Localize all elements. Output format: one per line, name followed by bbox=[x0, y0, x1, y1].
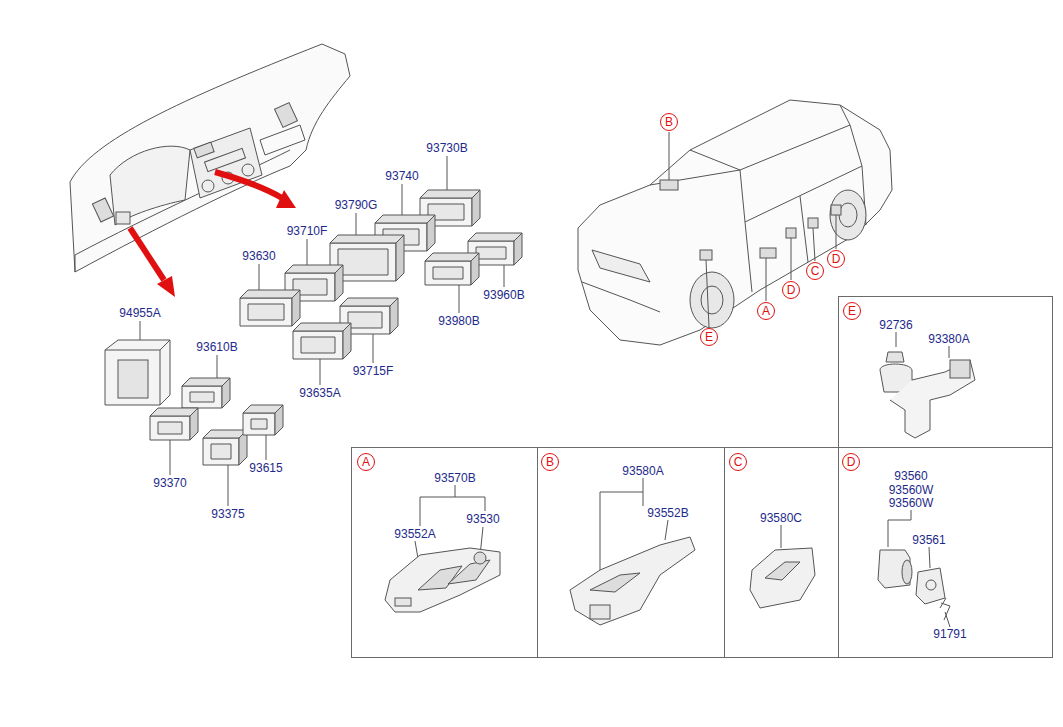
part-number: 93370 bbox=[152, 477, 187, 489]
part-number: 93610B bbox=[195, 341, 238, 353]
detail-panel: 93560 93560W93560W 93561 91791 D bbox=[838, 447, 1053, 658]
callout-circle: C bbox=[806, 262, 824, 280]
switch-shape bbox=[476, 247, 506, 259]
switch-shape bbox=[340, 298, 398, 306]
switch-shape bbox=[472, 190, 480, 226]
part-number: 93715F bbox=[352, 365, 395, 377]
callout-letter: E bbox=[848, 305, 856, 317]
switch-shape bbox=[338, 249, 388, 275]
part-number: 93980B bbox=[437, 315, 480, 327]
switch-shape bbox=[390, 298, 398, 334]
switch-shape bbox=[150, 416, 190, 440]
part-number: 93560W bbox=[888, 484, 935, 496]
part-number: 93552A bbox=[393, 528, 436, 540]
callout-circle: A bbox=[357, 453, 375, 471]
switch-shape bbox=[285, 265, 343, 273]
switch-shape bbox=[330, 235, 404, 243]
part-number: 92736 bbox=[878, 319, 913, 331]
switch-shape bbox=[293, 331, 343, 359]
part-number: 93710F bbox=[286, 225, 329, 237]
part-number: 93561 bbox=[911, 534, 946, 546]
switch-shape bbox=[222, 378, 230, 408]
switch-shape bbox=[203, 438, 239, 465]
switch-shape bbox=[425, 253, 479, 261]
switch-shape bbox=[427, 215, 435, 251]
part-number: 93960B bbox=[482, 289, 525, 301]
switch-shape bbox=[190, 392, 214, 402]
callout-circle: D bbox=[782, 281, 800, 299]
switch-shape bbox=[240, 298, 292, 326]
callout-letter: D bbox=[787, 284, 796, 296]
switch-shape bbox=[425, 261, 471, 285]
part-number: 93730B bbox=[425, 142, 468, 154]
switch-shape bbox=[375, 215, 435, 223]
part-number: 93380A bbox=[927, 333, 970, 345]
switch-shape bbox=[420, 190, 480, 198]
part-number: 93570B bbox=[433, 472, 476, 484]
switch-shape bbox=[275, 405, 283, 435]
callout-letter: B bbox=[665, 116, 673, 128]
detail-panel: 92736 93380A E bbox=[838, 296, 1053, 448]
callout-circle: D bbox=[827, 250, 845, 268]
callout-letter: C bbox=[811, 265, 820, 277]
switch-shape bbox=[292, 290, 300, 326]
part-number: 93740 bbox=[384, 170, 419, 182]
callout-circle: D bbox=[842, 453, 860, 471]
detail-panel: 93570B 93552A 93530 A bbox=[351, 447, 538, 658]
switch-shape bbox=[240, 290, 300, 298]
part-number: 93552B bbox=[646, 507, 689, 519]
switch-shape bbox=[251, 419, 267, 429]
switch-shape bbox=[158, 422, 182, 434]
callout-letter: D bbox=[847, 456, 856, 468]
callout-letter: A bbox=[362, 456, 370, 468]
part-number: 94955A bbox=[118, 307, 161, 319]
part-number: 93530 bbox=[465, 513, 500, 525]
part-number: 93580A bbox=[621, 465, 664, 477]
callout-circle: A bbox=[757, 302, 775, 320]
switch-shape bbox=[335, 265, 343, 301]
callout-letter: D bbox=[832, 253, 841, 265]
callout-circle: C bbox=[729, 453, 747, 471]
callout-letter: E bbox=[705, 331, 713, 343]
callout-letter: A bbox=[762, 305, 770, 317]
callout-circle: E bbox=[843, 302, 861, 320]
part-number: 93635A bbox=[298, 387, 341, 399]
switch-shape bbox=[243, 413, 275, 435]
callout-circle: B bbox=[541, 453, 559, 471]
switch-shape bbox=[396, 235, 404, 281]
callout-letter: C bbox=[734, 456, 743, 468]
part-number: 93790G bbox=[334, 199, 379, 211]
part-number: 93630 bbox=[241, 250, 276, 262]
detail-panel: 93580A 93552B B bbox=[537, 447, 725, 658]
part-number: 93560W bbox=[888, 497, 935, 509]
callout-letter: B bbox=[546, 456, 554, 468]
part-number: 93615 bbox=[248, 462, 283, 474]
switch-shape bbox=[348, 312, 382, 328]
part-number: 93580C bbox=[759, 512, 803, 524]
switch-shape bbox=[248, 304, 284, 320]
switch-shape bbox=[182, 386, 222, 408]
switch-shape bbox=[433, 267, 463, 279]
switch-shape bbox=[343, 323, 351, 359]
part-number: 91791 bbox=[932, 628, 967, 640]
callout-circle: B bbox=[660, 113, 678, 131]
part-number: 93560 bbox=[893, 470, 928, 482]
detail-panel: 93580C C bbox=[724, 447, 839, 658]
switch-shape bbox=[471, 253, 479, 285]
switch-shape bbox=[468, 233, 522, 241]
callout-circle: E bbox=[700, 328, 718, 346]
switch-shape bbox=[301, 337, 335, 353]
switch-shape bbox=[211, 444, 231, 459]
part-number: 93375 bbox=[210, 508, 245, 520]
switch-shape bbox=[514, 233, 522, 265]
switch-shape bbox=[190, 408, 198, 440]
switch-shape bbox=[293, 323, 351, 331]
